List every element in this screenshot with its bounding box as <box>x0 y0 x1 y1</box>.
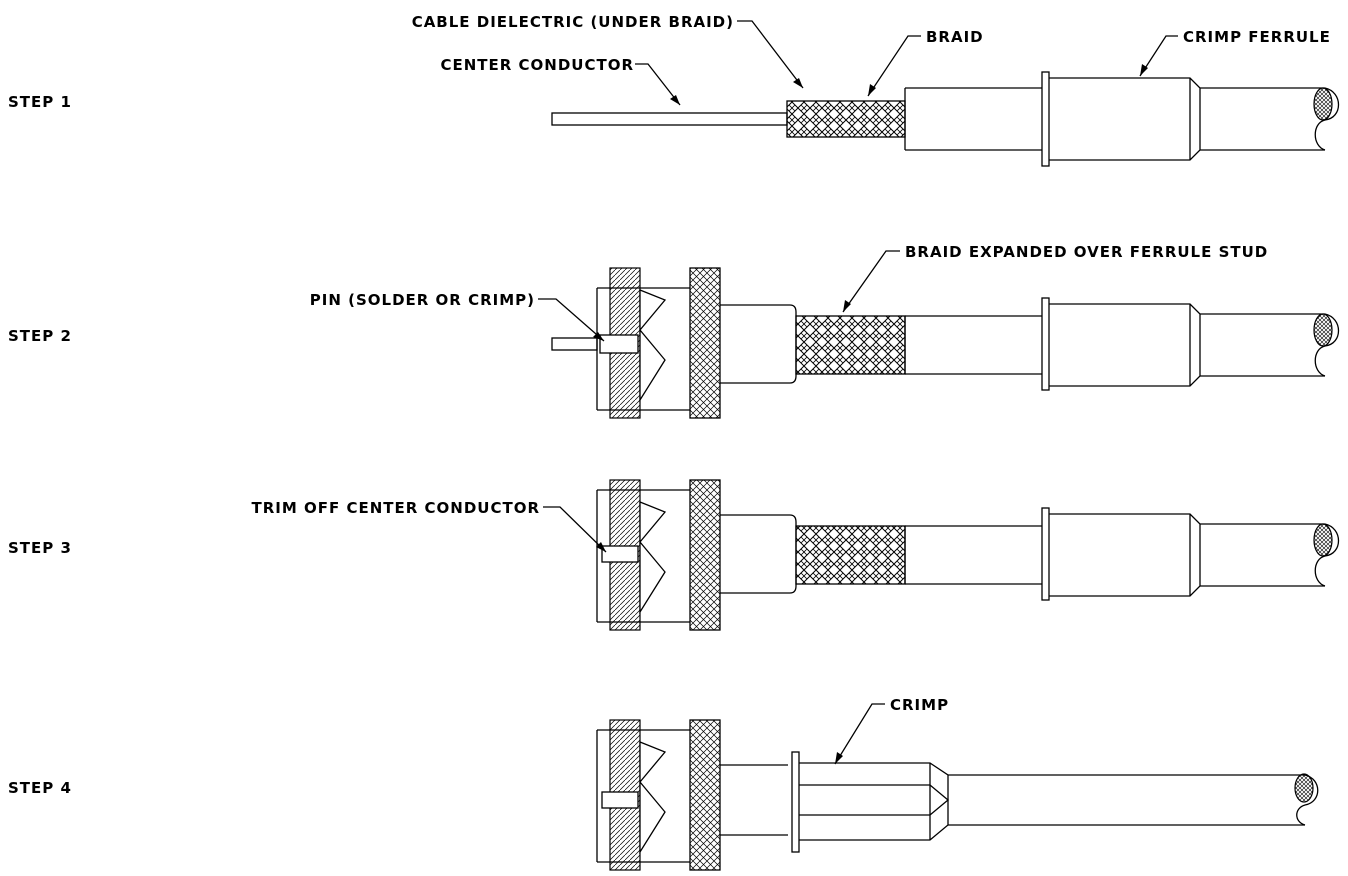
leader-crimp <box>834 703 885 765</box>
leader-trim-conductor <box>543 506 607 553</box>
callout-braid-expanded: BRAID EXPANDED OVER FERRULE STUD <box>905 243 1268 261</box>
trimmed-conductor <box>601 791 639 809</box>
leader-arrowheads <box>593 64 1148 764</box>
callout-cable-dielectric: CABLE DIELECTRIC (UNDER BRAID) <box>412 13 734 31</box>
knurled-nut <box>689 267 721 419</box>
knurled-nut <box>689 719 721 871</box>
connector-body <box>596 267 797 419</box>
leader-braid <box>867 35 921 97</box>
crimped-ferrule <box>791 751 1319 853</box>
step-1-label: STEP 1 <box>8 93 72 111</box>
callout-crimp: CRIMP <box>890 696 949 714</box>
step-1-drawing <box>551 71 1340 167</box>
callout-center-conductor: CENTER CONDUCTOR <box>440 56 634 74</box>
pin <box>551 337 598 351</box>
step-3-drawing <box>596 479 1340 631</box>
step-2-drawing <box>551 267 1340 419</box>
crimp-ferrule <box>904 71 1340 167</box>
braid <box>786 100 906 138</box>
center-conductor <box>551 112 788 126</box>
leader-crimp-ferrule <box>1139 35 1178 77</box>
leader-pin <box>538 298 605 342</box>
step-3-label: STEP 3 <box>8 539 72 557</box>
callout-braid: BRAID <box>926 28 984 46</box>
callout-pin: PIN (SOLDER OR CRIMP) <box>310 291 535 309</box>
step-4-drawing <box>596 719 1319 871</box>
leader-braid-expanded <box>842 250 900 313</box>
braid-expanded <box>795 525 906 585</box>
step-4-label: STEP 4 <box>8 779 72 797</box>
connector-body <box>596 479 797 631</box>
crimp-ferrule <box>904 507 1340 601</box>
callout-crimp-ferrule: CRIMP FERRULE <box>1183 28 1331 46</box>
leader-center-conductor <box>635 63 681 106</box>
knurled-nut <box>689 479 721 631</box>
leader-cable-dielectric <box>737 20 804 89</box>
connector-body <box>596 719 788 871</box>
trimmed-conductor <box>601 545 639 563</box>
step-2-label: STEP 2 <box>8 327 72 345</box>
crimp-ferrule <box>904 297 1340 391</box>
braid-expanded <box>795 315 906 375</box>
callout-trim-conductor: TRIM OFF CENTER CONDUCTOR <box>251 499 540 517</box>
